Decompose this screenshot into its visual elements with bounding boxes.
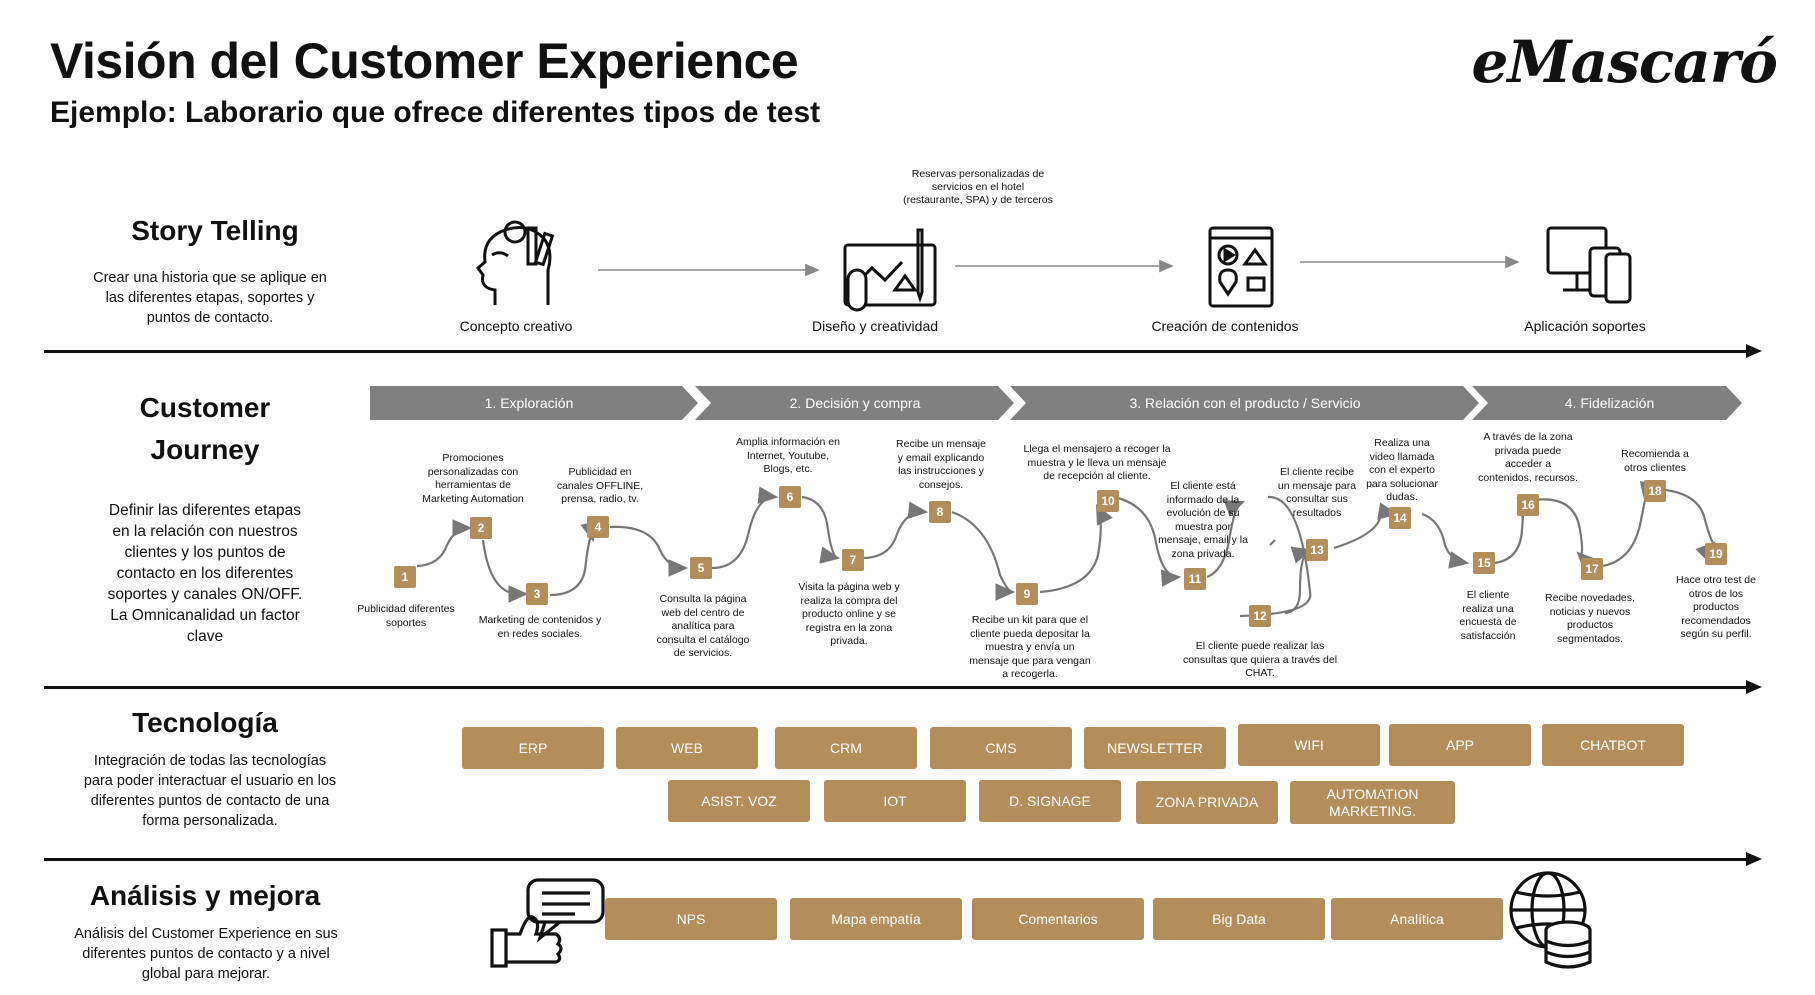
story-step-label: Diseño y creatividad <box>811 318 939 334</box>
tech-desc: Integración de todas las tecnologías par… <box>83 753 337 829</box>
journey-node: 18 <box>1644 480 1666 502</box>
globe-database-icon <box>1509 871 1592 969</box>
journey-title-line2: Journey <box>150 434 260 465</box>
journey-node: 2 <box>470 517 492 539</box>
story-note: Reservas personalizadas de servicios en … <box>903 168 1053 206</box>
analysis-desc: Análisis del Customer Experience en sus … <box>74 926 338 982</box>
journey-node: 5 <box>690 557 712 579</box>
journey-point-label: Recomienda a otros clientes <box>1621 448 1689 474</box>
phase-exploracion: 1. Exploración <box>484 395 574 411</box>
journey-point-label: Recibe un kit para que el cliente pueda … <box>969 614 1091 680</box>
journey-node: 10 <box>1097 490 1119 512</box>
tech-tag: CRM <box>775 727 917 769</box>
journey-title-line1: Customer <box>139 392 271 423</box>
journey-point-label: Promociones personalizadas con herramien… <box>422 452 524 505</box>
content-creation-icon <box>1208 226 1274 308</box>
feedback-thumbs-icon <box>490 878 605 968</box>
journey-point-label: Recibe un mensaje y email explicando las… <box>896 438 986 491</box>
journey-node: 13 <box>1306 539 1328 561</box>
journey-point-label: Visita la página web y realiza la compra… <box>798 581 900 647</box>
tech-tag: APP <box>1389 724 1531 766</box>
story-step-label: Aplicación soportes <box>1524 318 1646 334</box>
tech-tag: ERP <box>462 727 604 769</box>
phase-fidelizacion: 4. Fidelización <box>1564 395 1655 411</box>
analysis-tag: Mapa empatía <box>790 898 962 940</box>
page-subtitle: Ejemplo: Laborario que ofrece diferentes… <box>50 96 821 129</box>
tech-tag: WEB <box>616 727 758 769</box>
brand-logo: eMascaró <box>1471 28 1778 96</box>
story-title: Story Telling <box>131 215 299 246</box>
journey-node: 8 <box>929 501 951 523</box>
story-desc: Crear una historia que se aplique en las… <box>93 270 327 326</box>
journey-point-label: El cliente realiza una encuesta de satis… <box>1459 589 1517 642</box>
journey-node: 7 <box>842 549 864 571</box>
journey-point-label: Amplia información en Internet, Youtube,… <box>736 436 840 475</box>
analysis-tag: Comentarios <box>972 898 1144 940</box>
tech-tag: WIFI <box>1238 724 1380 766</box>
design-drawing-icon <box>843 228 937 312</box>
analysis-tag: Big Data <box>1153 898 1325 940</box>
tech-tag: CHATBOT <box>1542 724 1684 766</box>
journey-desc: Definir las diferentes etapas en la rela… <box>107 502 303 645</box>
journey-point-label: Hace otro test de otros de los productos… <box>1676 574 1756 640</box>
journey-node: 9 <box>1016 583 1038 605</box>
section-divider <box>44 680 1762 694</box>
journey-node: 14 <box>1389 507 1411 529</box>
journey-node: 17 <box>1581 558 1603 580</box>
creative-head-icon <box>475 220 555 305</box>
journey-point-label: Publicidad diferentes soportes <box>357 603 455 629</box>
journey-node: 12 <box>1249 605 1271 627</box>
journey-point-label: El cliente está informado de la evolució… <box>1158 480 1248 560</box>
tech-tag: ASIST. VOZ <box>668 780 810 822</box>
journey-node: 11 <box>1184 568 1206 590</box>
journey-point-label: El cliente recibe un mensaje para consul… <box>1277 466 1357 519</box>
analysis-tag: Analítica <box>1331 898 1503 940</box>
journey-node: 4 <box>587 516 609 538</box>
tech-title: Tecnología <box>132 707 278 738</box>
tech-tag: NEWSLETTER <box>1084 727 1226 769</box>
journey-node: 15 <box>1473 552 1495 574</box>
journey-point-label: Publicidad en canales OFFLINE, prensa, r… <box>556 466 644 505</box>
tech-tag: IOT <box>824 780 966 822</box>
journey-point-label: Consulta la página web del centro de ana… <box>656 593 750 659</box>
journey-node: 16 <box>1517 494 1539 516</box>
journey-node: 3 <box>526 583 548 605</box>
analysis-title: Análisis y mejora <box>89 880 321 911</box>
analysis-tag: NPS <box>605 898 777 940</box>
story-step-label: Creación de contenidos <box>1151 318 1299 334</box>
journey-point-label: Recibe novedades, noticias y nuevos prod… <box>1545 592 1635 645</box>
phase-decision: 2. Decisión y compra <box>789 395 921 411</box>
phase-relacion: 3. Relación con el producto / Servicio <box>1129 395 1361 411</box>
journey-node: 1 <box>394 566 416 588</box>
section-divider <box>44 852 1762 866</box>
tech-tag: D. SIGNAGE <box>979 780 1121 822</box>
tech-tag: CMS <box>930 727 1072 769</box>
journey-point-label: El cliente puede realizar las consultas … <box>1182 640 1338 679</box>
page-title: Visión del Customer Experience <box>50 33 799 89</box>
journey-node: 6 <box>779 486 801 508</box>
tech-tag: ZONA PRIVADA <box>1136 781 1278 824</box>
journey-point-label: Marketing de contenidos y en redes socia… <box>478 614 602 640</box>
journey-point-label: A través de la zona privada puede accede… <box>1478 431 1578 484</box>
section-divider <box>44 344 1762 358</box>
journey-point-label: Llega el mensajero a recoger la muestra … <box>1023 443 1171 482</box>
story-step-label: Concepto creativo <box>459 318 573 334</box>
journey-node: 19 <box>1705 543 1727 565</box>
tech-tag: AUTOMATION MARKETING. <box>1290 781 1455 824</box>
devices-icon <box>1546 226 1632 304</box>
journey-point-label: Realiza una video llamada con el experto… <box>1366 437 1438 503</box>
